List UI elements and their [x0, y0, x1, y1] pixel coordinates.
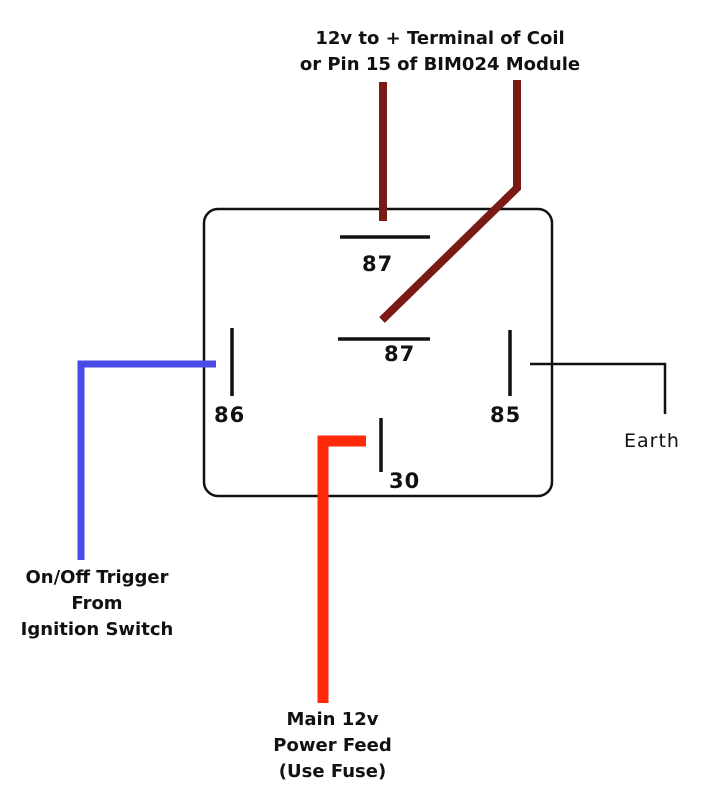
top-label-line2: or Pin 15 of BIM024 Module — [299, 54, 581, 75]
pin-86-label: 86 — [214, 403, 246, 427]
pin-87-label: 87 — [362, 252, 394, 276]
power-label-line3: (Use Fuse) — [278, 761, 387, 782]
earth-label: Earth — [624, 430, 680, 452]
power-label-line1: Main 12v — [286, 709, 379, 730]
trigger-label-line3: Ignition Switch — [20, 619, 174, 640]
pin-85-label: 85 — [490, 403, 522, 427]
top-label: 12v to + Terminal of Coil or Pin 15 of B… — [250, 26, 630, 78]
relay-body — [202, 207, 554, 498]
pin-87a-label: 87 — [384, 342, 416, 366]
trigger-wire — [77, 360, 216, 560]
trigger-label-line2: From — [71, 593, 123, 614]
earth-wire — [530, 362, 667, 414]
top-label-line1: 12v to + Terminal of Coil — [315, 28, 565, 49]
power-feed-label: Main 12v Power Feed (Use Fuse) — [245, 707, 420, 785]
power-feed-wire — [317, 435, 366, 703]
coil-wire-87a — [379, 80, 521, 323]
trigger-label: On/Off Trigger From Ignition Switch — [4, 565, 190, 643]
pin-30-label: 30 — [389, 469, 421, 493]
power-label-line2: Power Feed — [273, 735, 392, 756]
trigger-label-line1: On/Off Trigger — [25, 567, 169, 588]
